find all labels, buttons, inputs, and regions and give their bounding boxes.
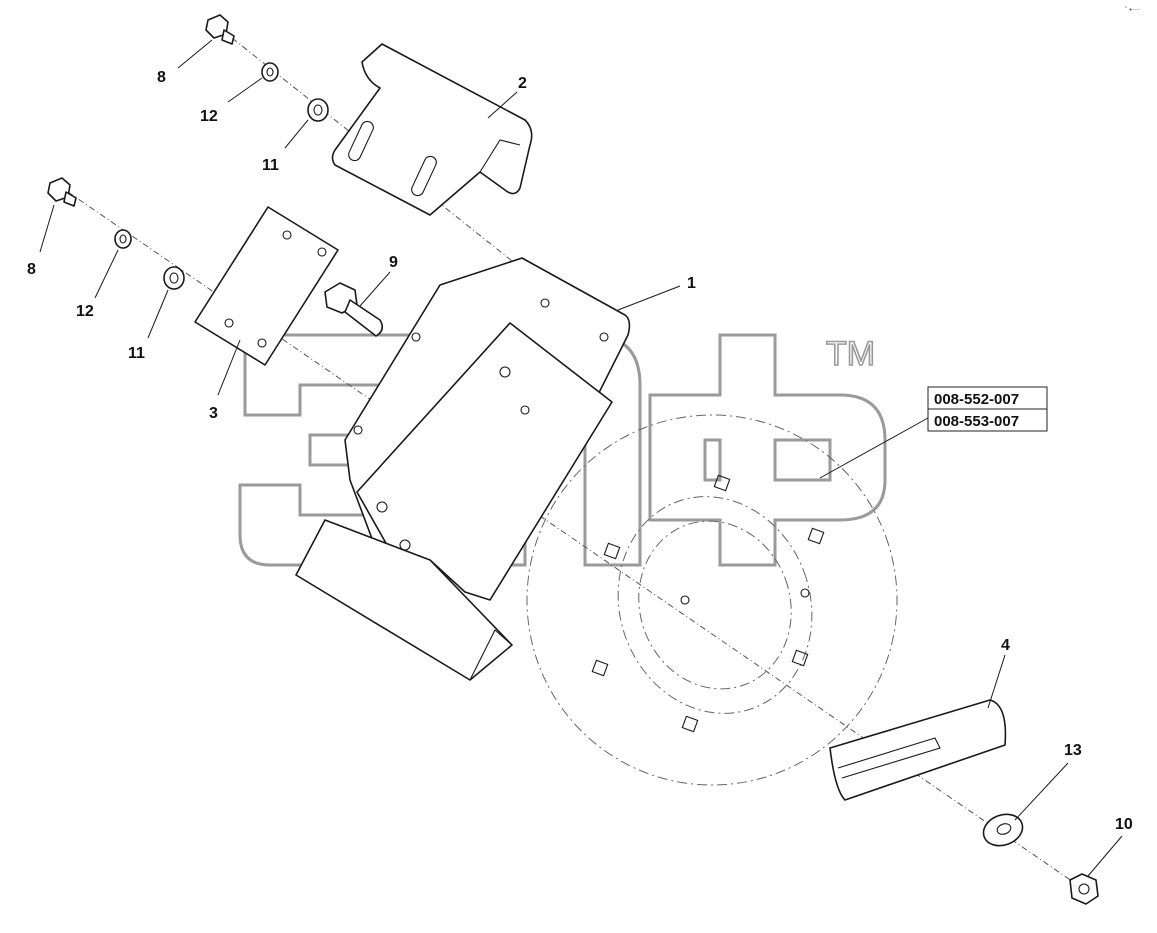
part-number-box-2 [927,408,1048,432]
part-3-plate [194,206,339,366]
callout-11-left: 11 [128,345,145,362]
part-2-bracket [331,43,533,216]
disc-bolts [591,474,825,733]
callout-12-left: 12 [76,303,94,320]
part-number-boxes: 008-552-007 008-553-007 [927,386,1048,432]
part-number-2: 008-553-007 [934,413,1019,430]
callout-10: 10 [1115,816,1133,833]
leader-lines [39,39,1123,877]
callout-3: 3 [209,405,218,422]
blade-disc [526,414,898,786]
corner-mark: ﾟ•··· [1125,6,1139,14]
watermark-trademark: TM [826,335,875,373]
callout-11-top: 11 [262,157,279,174]
callout-9: 9 [389,254,398,271]
callout-1: 1 [687,275,696,292]
callout-4: 4 [1001,637,1010,654]
part-4-blade [829,699,1007,801]
fasteners-left [47,177,185,290]
fasteners-top [205,14,329,122]
part-13-washer [982,813,1024,847]
part-9-bolt [324,282,384,337]
callout-2: 2 [518,75,527,92]
watermark-letter-p [648,333,887,567]
part-number-1: 008-552-007 [934,391,1019,408]
callout-12-top: 12 [200,108,218,125]
callout-8-left: 8 [27,261,36,278]
callout-8-top: 8 [157,69,166,86]
part-1-bracket [295,257,631,681]
part-10-nut [1069,873,1099,905]
callout-labels: 8 12 11 2 8 12 11 9 1 3 4 13 10 [27,69,1133,833]
callout-13: 13 [1064,742,1082,759]
